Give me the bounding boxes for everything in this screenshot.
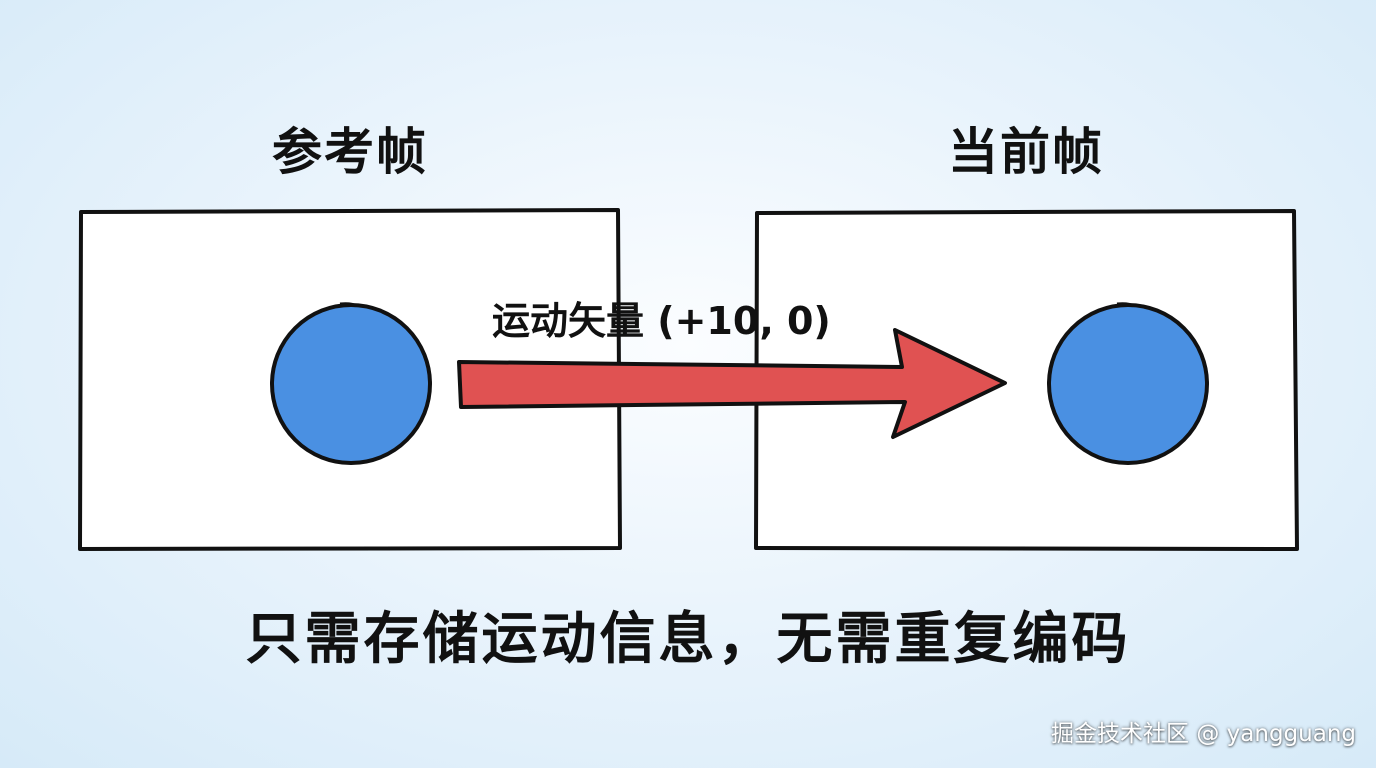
current-frame-title: 当前帧 [948,123,1104,181]
caption: 只需存储运动信息，无需重复编码 [245,607,1131,672]
watermark: 掘金技术社区 @ yangguang [1051,721,1356,747]
reference-object-circle [270,303,432,465]
motion-vector-label: 运动矢量 (+10, 0) [492,299,831,343]
reference-frame-title: 参考帧 [272,123,428,181]
current-frame-box [754,209,1299,551]
motion-vector-arrow [457,328,1007,439]
current-object-circle [1047,303,1209,465]
